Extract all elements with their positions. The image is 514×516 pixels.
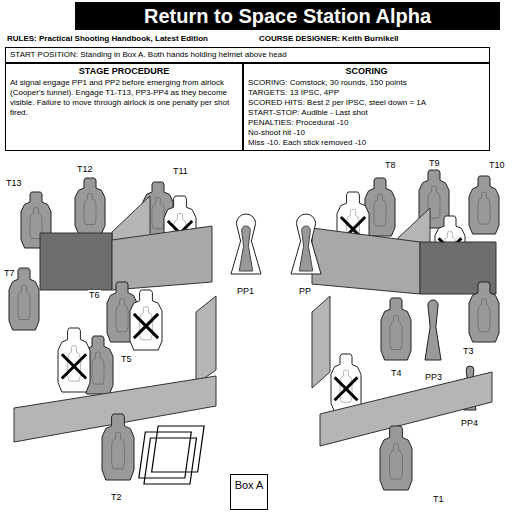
- popper-label: PP1: [236, 286, 255, 296]
- stage-procedure-box: STAGE PROCEDURE At signal engage PP1 and …: [5, 63, 243, 151]
- barricade-wall: [312, 296, 330, 388]
- barricade-wall: [40, 233, 112, 290]
- target-label: T10: [488, 160, 506, 170]
- scoring-line: SCORING: Comstock, 30 rounds, 150 points: [248, 78, 485, 88]
- scoring-line: Miss -10. Each stick removed -10: [248, 138, 485, 148]
- start-box-outline: [152, 426, 204, 472]
- target-label: T11: [172, 166, 189, 176]
- scoring-line: START-STOP: Audible - Last shot: [248, 108, 485, 118]
- popper-label: PP3: [424, 372, 443, 382]
- start-box-outline: [144, 438, 196, 484]
- popper-label: PP4: [460, 418, 479, 428]
- procedure-heading: STAGE PROCEDURE: [10, 66, 238, 76]
- start-box-outline: [139, 432, 191, 478]
- ipsc-target: [469, 176, 499, 234]
- title-bar: Return to Space Station Alpha: [75, 2, 500, 30]
- barricade-wall: [112, 226, 212, 290]
- target-label: T12: [76, 164, 94, 174]
- barricade-wall: [312, 228, 420, 294]
- procedure-body: At signal engage PP1 and PP2 before emer…: [10, 78, 238, 118]
- target-label: T2: [110, 492, 123, 502]
- title-text: Return to Space Station Alpha: [144, 5, 431, 27]
- box-label: Box A: [233, 479, 265, 491]
- scoring-line: No-shoot hit -10: [248, 128, 485, 138]
- scoring-heading: SCORING: [248, 66, 485, 76]
- start-position-box: START POSITION: Standing in Box A. Both …: [5, 47, 490, 63]
- barricade-wall: [320, 372, 492, 446]
- popper-target: [291, 214, 321, 274]
- target-label: T9: [428, 158, 441, 168]
- start-position: START POSITION: Standing in Box A. Both …: [10, 50, 485, 60]
- target-label: T4: [390, 368, 403, 378]
- target-label: T8: [384, 160, 397, 170]
- target-label: T13: [5, 178, 23, 188]
- target-label: T7: [3, 268, 16, 278]
- ipsc-target: [469, 282, 499, 342]
- no-shoot-target: [58, 328, 90, 392]
- popper-target: [231, 214, 261, 274]
- target-label: T1: [432, 494, 445, 504]
- scoring-line: PENALTIES: Procedural -10: [248, 118, 485, 128]
- target-label: T3: [462, 346, 475, 356]
- ipsc-target: [102, 414, 134, 480]
- target-label: T5: [120, 354, 133, 364]
- scoring-line: SCORED HITS: Best 2 per IPSC, steel down…: [248, 98, 485, 108]
- ipsc-target: [380, 426, 412, 490]
- rules-note: RULES: Practical Shooting Handbook, Late…: [6, 34, 209, 44]
- start-box: Box A: [230, 474, 268, 510]
- popper-label: PP: [298, 286, 312, 296]
- designer-note: COURSE DESIGNER: Keith Burnikell: [258, 34, 400, 44]
- target-label: T6: [88, 290, 101, 300]
- no-shoot-target: [331, 354, 361, 412]
- scoring-box: SCORING SCORING: Comstock, 30 rounds, 150…: [243, 63, 490, 151]
- no-shoot-target: [130, 290, 162, 350]
- ipsc-target: [381, 298, 411, 360]
- popper-target: [425, 300, 441, 360]
- scoring-line: TARGETS: 13 IPSC, 4PP: [248, 88, 485, 98]
- barricade-wall: [196, 296, 216, 384]
- ipsc-target: [75, 178, 105, 234]
